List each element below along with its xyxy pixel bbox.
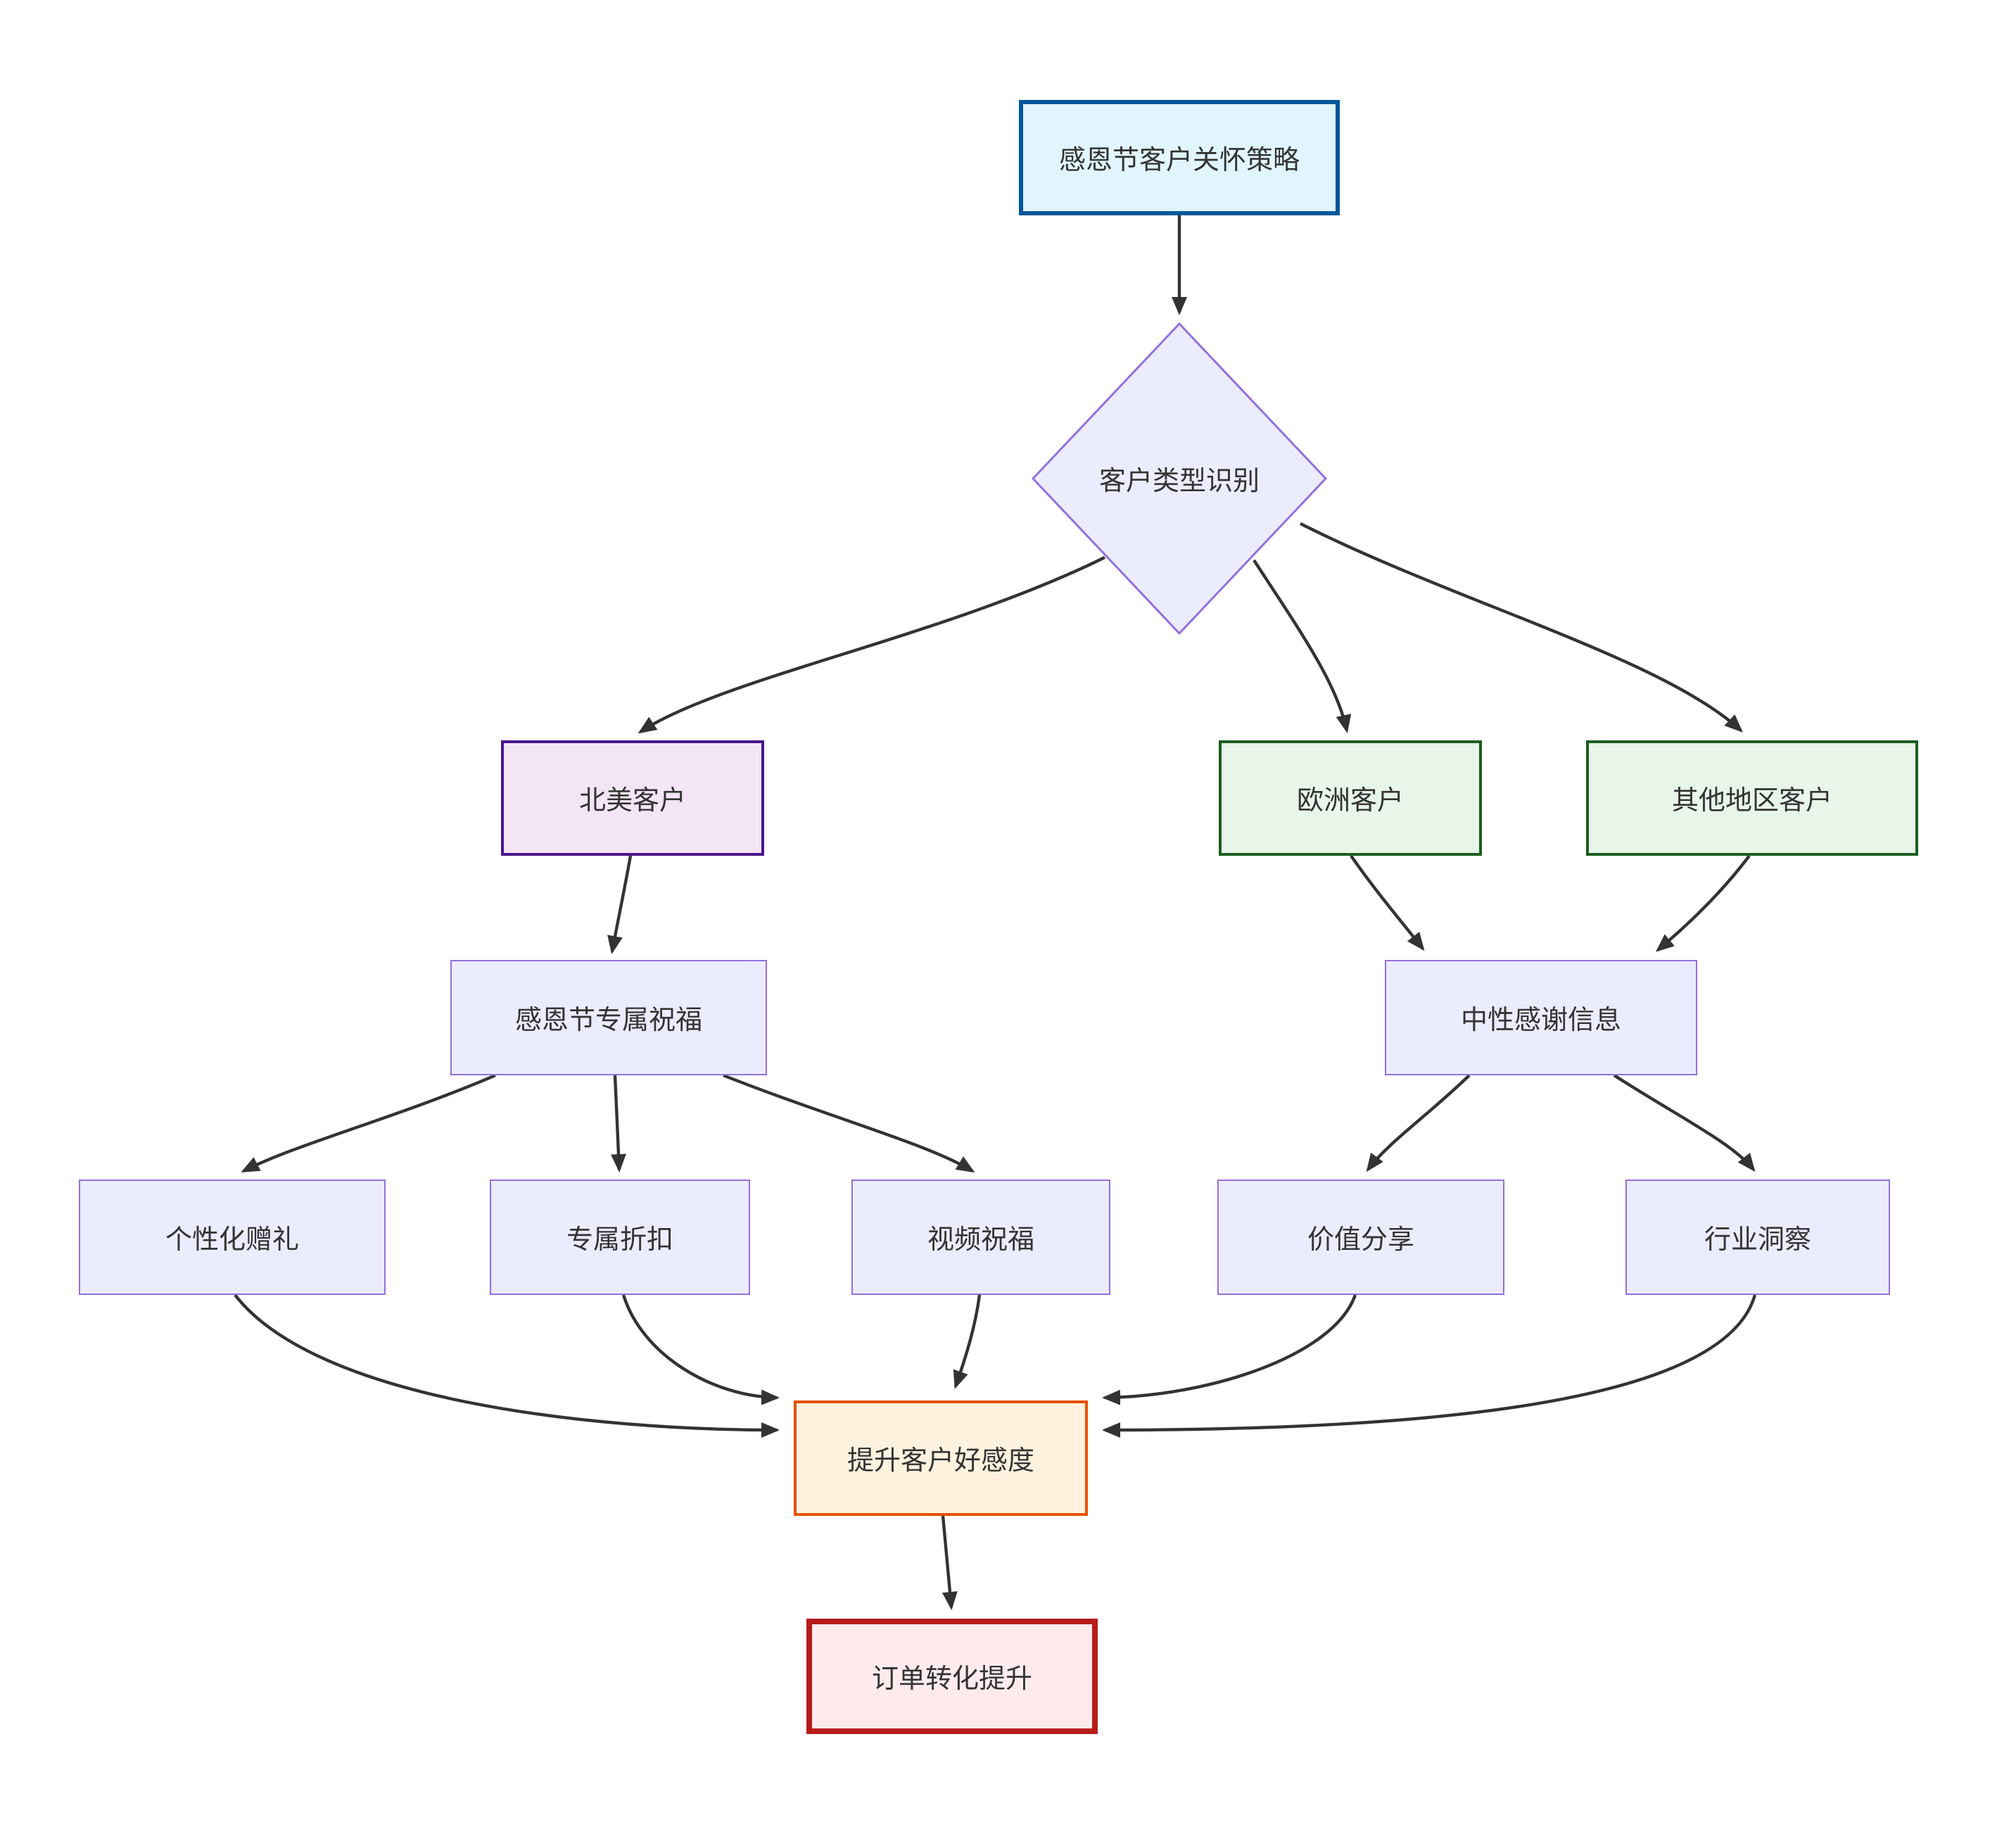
node-order-conversion-boost-label: 订单转化提升 bbox=[871, 1664, 1032, 1694]
node-other-region-customers: 其他地区客户 bbox=[1586, 740, 1918, 856]
node-other-region-customers-label: 其他地区客户 bbox=[1671, 786, 1832, 816]
node-customer-type-decision: 客户类型识别 bbox=[1030, 321, 1329, 636]
edge-neutral-insight bbox=[1613, 1074, 1756, 1172]
edge-blessing-video bbox=[723, 1073, 975, 1173]
edge-decision-na bbox=[638, 556, 1105, 734]
node-neutral-thanks-message: 中性感谢信息 bbox=[1385, 960, 1697, 1075]
diamond-shape bbox=[1031, 322, 1328, 635]
node-europe-customers-label: 欧洲客户 bbox=[1296, 786, 1404, 816]
edge-blessing-discount bbox=[611, 1075, 626, 1172]
edge-video-favor bbox=[953, 1294, 982, 1389]
edge-value-favor bbox=[1102, 1294, 1357, 1405]
node-north-america-customers-label: 北美客户 bbox=[578, 786, 686, 816]
node-europe-customers: 欧洲客户 bbox=[1219, 740, 1482, 856]
node-industry-insight-label: 行业洞察 bbox=[1704, 1225, 1811, 1255]
node-thanksgiving-blessing-label: 感恩节专属祝福 bbox=[514, 1006, 702, 1035]
node-video-blessing-label: 视频祝福 bbox=[927, 1225, 1034, 1255]
node-value-sharing-label: 价值分享 bbox=[1307, 1225, 1414, 1255]
node-exclusive-discount-label: 专属折扣 bbox=[566, 1225, 673, 1255]
edge-discount-favor bbox=[621, 1294, 780, 1405]
node-customer-type-decision-label: 客户类型识别 bbox=[1098, 467, 1260, 496]
node-value-sharing: 价值分享 bbox=[1217, 1180, 1504, 1295]
node-industry-insight: 行业洞察 bbox=[1625, 1180, 1890, 1295]
edge-blessing-gift bbox=[241, 1073, 496, 1172]
node-personalized-gift: 个性化赠礼 bbox=[79, 1180, 386, 1295]
node-improve-customer-favor-label: 提升客户好感度 bbox=[847, 1446, 1034, 1476]
node-thanksgiving-blessing: 感恩节专属祝福 bbox=[450, 960, 767, 1075]
node-north-america-customers: 北美客户 bbox=[501, 740, 764, 856]
node-video-blessing: 视频祝福 bbox=[851, 1180, 1110, 1295]
edge-neutral-value bbox=[1366, 1074, 1471, 1172]
node-improve-customer-favor: 提升客户好感度 bbox=[794, 1400, 1088, 1516]
node-neutral-thanks-message-label: 中性感谢信息 bbox=[1460, 1006, 1621, 1035]
edge-na-blessing bbox=[607, 855, 633, 954]
edge-decision-eu bbox=[1253, 559, 1352, 733]
node-thanksgiving-strategy: 感恩节客户关怀策略 bbox=[1019, 100, 1340, 215]
edge-insight-favor bbox=[1102, 1294, 1757, 1438]
node-order-conversion-boost: 订单转化提升 bbox=[806, 1619, 1098, 1734]
node-exclusive-discount: 专属折扣 bbox=[490, 1180, 750, 1295]
edge-gift-favor bbox=[234, 1294, 780, 1438]
edge-decision-other bbox=[1300, 522, 1743, 733]
edge-favor-order bbox=[941, 1515, 958, 1610]
node-thanksgiving-strategy-label: 感恩节客户关怀策略 bbox=[1058, 146, 1300, 175]
node-personalized-gift-label: 个性化赠礼 bbox=[165, 1225, 299, 1255]
edge-eu-neutral bbox=[1350, 854, 1425, 951]
edge-other-neutral bbox=[1655, 854, 1751, 952]
